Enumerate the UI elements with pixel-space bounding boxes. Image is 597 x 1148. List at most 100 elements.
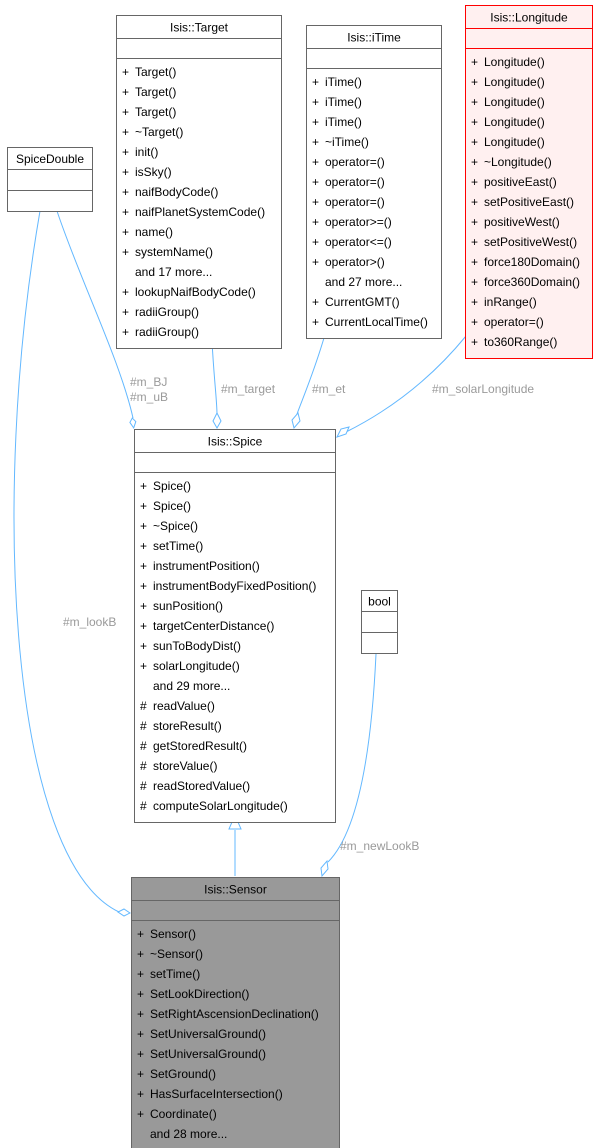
edge-bool-sensor <box>327 653 377 863</box>
class-box-spicedouble[interactable]: SpiceDouble <box>7 147 93 212</box>
class-member: +radiiGroup() <box>122 305 199 319</box>
aggregation-diamond-icon <box>336 426 350 438</box>
edge-label-m-target: #m_target <box>221 382 276 396</box>
edge-label-m-bj: #m_BJ <box>130 375 167 389</box>
class-member: +Longitude() <box>471 115 545 129</box>
class-member: +positiveEast() <box>471 175 557 189</box>
class-member: +SetRightAscensionDeclination() <box>137 1007 319 1021</box>
class-member: and 27 more... <box>325 275 402 289</box>
class-member: +Spice() <box>140 499 191 513</box>
class-member: #storeResult() <box>140 719 222 733</box>
class-member: +naifBodyCode() <box>122 185 218 199</box>
class-name-bool: bool <box>368 595 391 609</box>
class-member: +~Sensor() <box>137 947 203 961</box>
class-name-sensor: Isis::Sensor <box>204 883 267 897</box>
class-box-frame <box>361 590 398 654</box>
class-member: +~Target() <box>122 125 183 139</box>
class-member: +sunPosition() <box>140 599 223 613</box>
edge-label-m-lookb: #m_lookB <box>63 615 116 629</box>
class-box-sensor[interactable]: Isis::Sensor+Sensor()+~Sensor()+setTime(… <box>131 877 340 1148</box>
class-box-frame <box>116 15 282 349</box>
class-member: #storeValue() <box>140 759 217 773</box>
class-member: +setPositiveWest() <box>471 235 577 249</box>
aggregation-diamond-icon <box>129 417 137 430</box>
edge-labels: #m_BJ #m_uB #m_target #m_et #m_solarLong… <box>63 375 534 853</box>
edge-itime-spice <box>296 330 327 415</box>
class-member: +SetGround() <box>137 1067 216 1081</box>
class-member: #computeSolarLongitude() <box>140 799 288 813</box>
class-member: +operator=() <box>312 155 385 169</box>
class-member: +isSky() <box>122 165 172 179</box>
class-member: #readValue() <box>140 699 215 713</box>
class-member: +iTime() <box>312 75 362 89</box>
class-member: and 28 more... <box>150 1127 227 1141</box>
class-box-target[interactable]: Isis::Target+Target()+Target()+Target()+… <box>116 15 282 349</box>
class-member: +Longitude() <box>471 75 545 89</box>
class-member: +targetCenterDistance() <box>140 619 274 633</box>
class-member: and 29 more... <box>153 679 230 693</box>
class-member: +~iTime() <box>312 135 369 149</box>
class-member: +force180Domain() <box>471 255 580 269</box>
class-member: +Longitude() <box>471 135 545 149</box>
class-box-frame <box>134 429 336 823</box>
edge-label-m-solarlongitude: #m_solarLongitude <box>432 382 534 396</box>
class-member: +setPositiveEast() <box>471 195 574 209</box>
class-member: +positiveWest() <box>471 215 560 229</box>
edge-label-m-newlookb: #m_newLookB <box>340 839 419 853</box>
class-name-spicedouble: SpiceDouble <box>16 152 84 166</box>
class-name-target: Isis::Target <box>170 21 229 35</box>
class-name-longitude: Isis::Longitude <box>490 11 568 25</box>
class-member: #readStoredValue() <box>140 779 250 793</box>
class-box-spice[interactable]: Isis::Spice+Spice()+Spice()+~Spice()+set… <box>134 429 336 823</box>
class-member: +init() <box>122 145 158 159</box>
class-member: +force360Domain() <box>471 275 580 289</box>
aggregation-diamond-icon <box>320 859 329 878</box>
class-member: +lookupNaifBodyCode() <box>122 285 256 299</box>
class-member: +HasSurfaceIntersection() <box>137 1087 283 1101</box>
class-member: +CurrentLocalTime() <box>312 315 428 329</box>
edge-label-m-ub: #m_uB <box>130 390 168 404</box>
class-member: +operator>=() <box>312 215 392 229</box>
class-member: +SetUniversalGround() <box>137 1047 266 1061</box>
class-member: +Spice() <box>140 479 191 493</box>
class-box-frame <box>306 25 442 339</box>
class-member: +setTime() <box>137 967 200 981</box>
class-member: +CurrentGMT() <box>312 295 400 309</box>
class-member: +radiiGroup() <box>122 325 199 339</box>
class-member: +Coordinate() <box>137 1107 217 1121</box>
class-member: +name() <box>122 225 173 239</box>
class-member: +iTime() <box>312 115 362 129</box>
class-member: +inRange() <box>471 295 537 309</box>
class-member: +Longitude() <box>471 95 545 109</box>
class-member: +SetUniversalGround() <box>137 1027 266 1041</box>
class-member: +Longitude() <box>471 55 545 69</box>
class-member: +operator=() <box>312 175 385 189</box>
class-box-bool[interactable]: bool <box>361 590 398 654</box>
class-member: +Target() <box>122 85 176 99</box>
aggregation-diamond-icon <box>212 411 222 430</box>
class-boxes: SpiceDoubleIsis::Target+Target()+Target(… <box>7 5 593 1148</box>
class-member: +Target() <box>122 65 176 79</box>
class-member: +operator>() <box>312 255 385 269</box>
class-member: +Sensor() <box>137 927 196 941</box>
class-member: +sunToBodyDist() <box>140 639 241 653</box>
edge-target-spice <box>211 340 218 416</box>
class-member: +Target() <box>122 105 176 119</box>
class-name-spice: Isis::Spice <box>208 435 263 449</box>
class-member: +~Spice() <box>140 519 198 533</box>
class-box-frame <box>131 877 340 1148</box>
class-member: +operator<=() <box>312 235 392 249</box>
class-box-frame <box>465 5 593 359</box>
class-member: +systemName() <box>122 245 213 259</box>
class-member: +to360Range() <box>471 335 557 349</box>
class-member: +instrumentPosition() <box>140 559 260 573</box>
class-box-longitude[interactable]: Isis::Longitude+Longitude()+Longitude()+… <box>465 5 593 359</box>
class-member: +operator=() <box>312 195 385 209</box>
class-box-frame <box>7 147 93 212</box>
edge-label-m-et: #m_et <box>312 382 346 396</box>
edge-spicedouble-spice <box>56 210 134 419</box>
class-member: #getStoredResult() <box>140 739 247 753</box>
edges <box>13 210 467 917</box>
class-box-itime[interactable]: Isis::iTime+iTime()+iTime()+iTime()+~iTi… <box>306 25 442 339</box>
